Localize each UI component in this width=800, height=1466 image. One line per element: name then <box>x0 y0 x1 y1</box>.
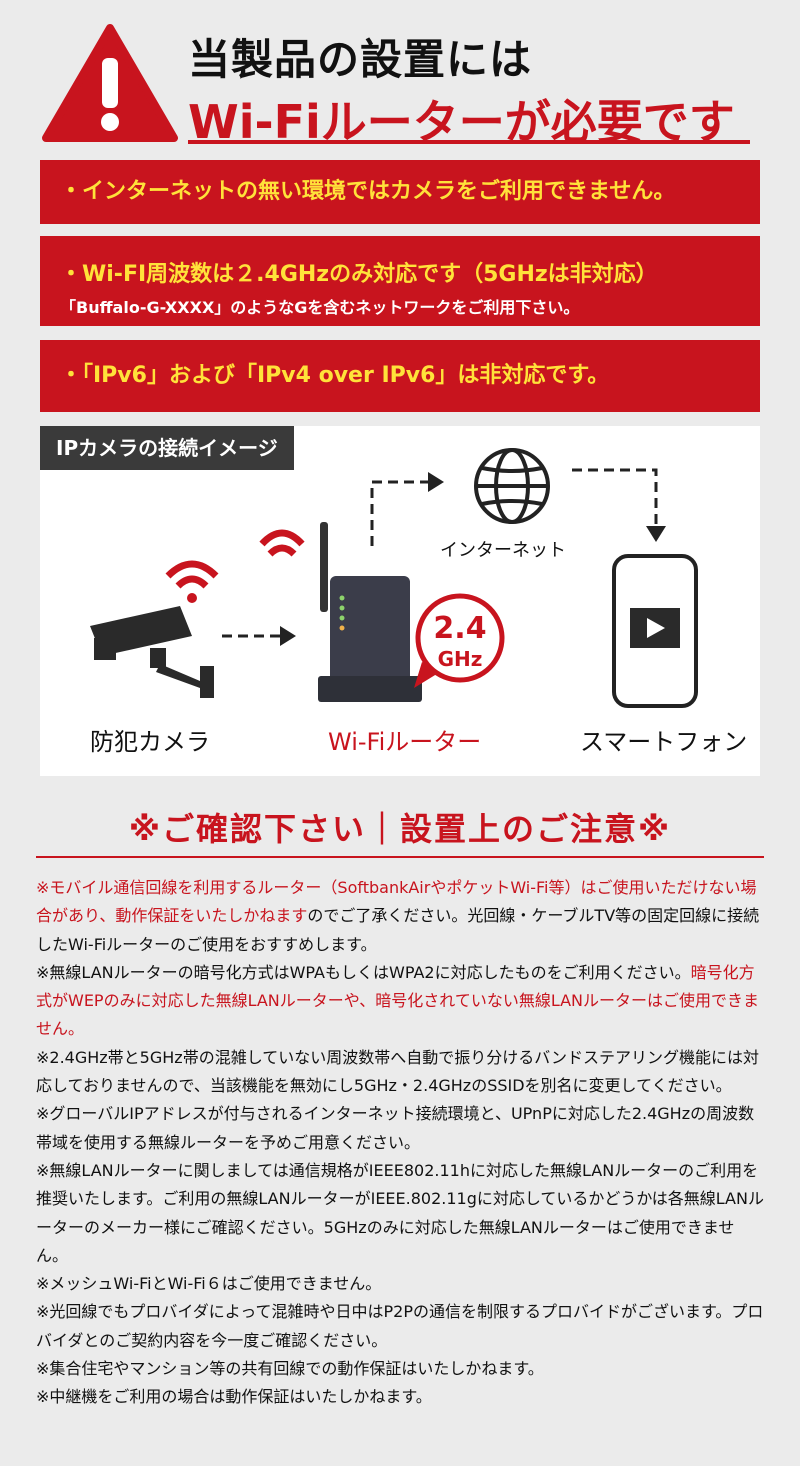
phone-label: スマートフォン <box>580 728 748 756</box>
note-shared-line: ※集合住宅やマンション等の共有回線での動作保証はいたしかねます。 <box>36 1359 544 1379</box>
badge-value: 2.4 <box>433 611 486 646</box>
note-standard: ※無線LANルーターに関しましては通信規格がIEEE802.11hに対応した無線… <box>36 1160 764 1265</box>
frequency-badge: 2.4 GHz <box>414 593 505 688</box>
router-label: Wi-Fiルーター <box>328 728 482 756</box>
notes-divider <box>36 856 764 858</box>
wifi-router-icon <box>318 522 422 702</box>
headline-underline <box>188 140 750 144</box>
router-signal-icon <box>259 529 305 557</box>
notes-list: ※モバイル通信回線を利用するルーター（SoftbankAirやポケットWi-Fi… <box>36 874 764 1412</box>
internet-label: インターネット <box>440 540 566 561</box>
notes-title: ※ご確認下さい｜設置上のご注意※ <box>128 810 672 848</box>
note-global-ip: ※グローバルIPアドレスが付与されるインターネット接続環境と、UPnPに対応した… <box>36 1104 755 1152</box>
warning-icon <box>42 24 178 142</box>
banner-ipv6: ・「IPv6」および「IPv4 over IPv6」は非対応です。 <box>40 340 760 412</box>
note-mesh: ※メッシュWi-FiとWi-Fi６はご使用できません。 <box>36 1274 382 1294</box>
camera-label: 防犯カメラ <box>90 728 210 756</box>
banner-frequency: ・Wi-FI周波数は２.4GHzのみ対応です（5GHzは非対応） 「Buffal… <box>40 236 760 326</box>
banner-frequency-text: ・Wi-FI周波数は２.4GHzのみ対応です（5GHzは非対応） <box>60 262 658 287</box>
note-p2p: ※光回線でもプロバイダによって混雑時や日中はP2Pの通信を制限するプロバイドがご… <box>36 1302 764 1350</box>
arrow-internet-phone <box>572 468 658 526</box>
banner-ipv6-text: ・「IPv6」および「IPv4 over IPv6」は非対応です。 <box>60 363 610 388</box>
diagram-title: IPカメラの接続イメージ <box>40 426 294 470</box>
note-repeater: ※中継機をご利用の場合は動作保証はいたしかねます。 <box>36 1387 432 1407</box>
banner-no-internet: ・インターネットの無い環境ではカメラをご利用できません。 <box>40 160 760 224</box>
banner-no-internet-text: ・インターネットの無い環境ではカメラをご利用できません。 <box>60 179 676 204</box>
headline-line1: 当製品の設置には <box>188 35 533 84</box>
smartphone-icon <box>612 554 698 708</box>
internet-globe-icon <box>474 448 550 524</box>
note-band-steering: ※2.4GHz帯と5GHz帯の混雑していない周波数帯へ自動で振り分けるバンドステ… <box>36 1047 760 1096</box>
note-encryption: ※無線LANルーターの暗号化方式はWPAもしくはWPA2に対応したものをご利用く… <box>36 962 760 1039</box>
arrow-router-internet <box>370 480 430 546</box>
badge-unit: GHz <box>438 647 483 671</box>
note-mobile: ※モバイル通信回線を利用するルーター（SoftbankAirやポケットWi-Fi… <box>36 878 760 954</box>
banner-frequency-subtext: 「Buffalo-G-XXXX」のようなGを含むネットワークをご利用下さい。 <box>60 298 580 317</box>
security-camera-icon <box>90 560 219 698</box>
diagram-graphics: 2.4 GHz <box>90 448 698 708</box>
